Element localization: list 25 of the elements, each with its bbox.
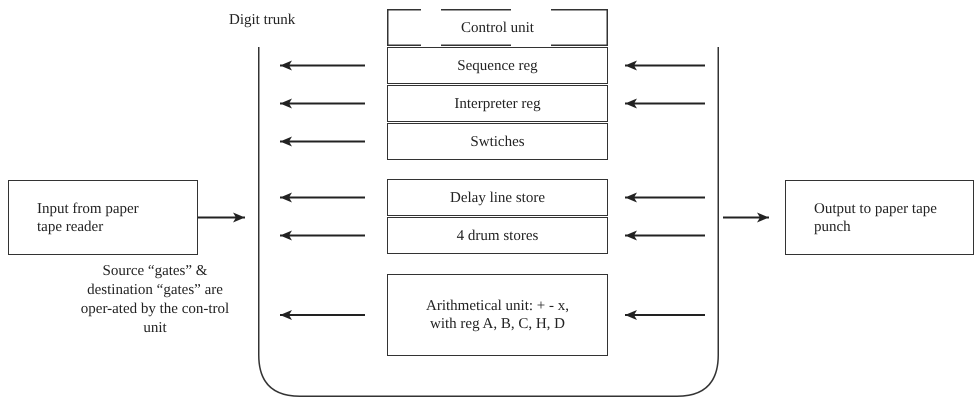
arrow [625, 230, 705, 240]
register-box: Swtiches [387, 123, 608, 160]
arrow [625, 60, 705, 70]
arrow [723, 212, 769, 222]
register-box: Sequence reg [387, 47, 608, 84]
unit-box [387, 9, 608, 46]
device-box: Output to paper tape punch [785, 180, 974, 255]
unit-label: Control unit [461, 18, 534, 36]
arrow [198, 212, 245, 222]
arrow [280, 192, 365, 202]
arrow [280, 98, 365, 108]
arrow [625, 192, 705, 202]
register-box: 4 drum stores [387, 217, 608, 254]
register-box: Interpreter reg [387, 85, 608, 122]
register-box: Delay line store [387, 179, 608, 216]
arrow [280, 60, 365, 70]
arrow [625, 310, 705, 320]
arrow [280, 230, 365, 240]
note-text: Source “gates” & destination “gates” are oper-ated by the con-trol unit [80, 262, 230, 338]
arrow [280, 310, 365, 320]
device-box: Input from paper tape reader [8, 180, 198, 255]
arrow [625, 98, 705, 108]
trunk-title: Digit trunk [229, 11, 296, 29]
arrow [280, 136, 365, 146]
register-box: Arithmetical unit: + - x, with reg A, B, C, H, D [387, 274, 608, 356]
